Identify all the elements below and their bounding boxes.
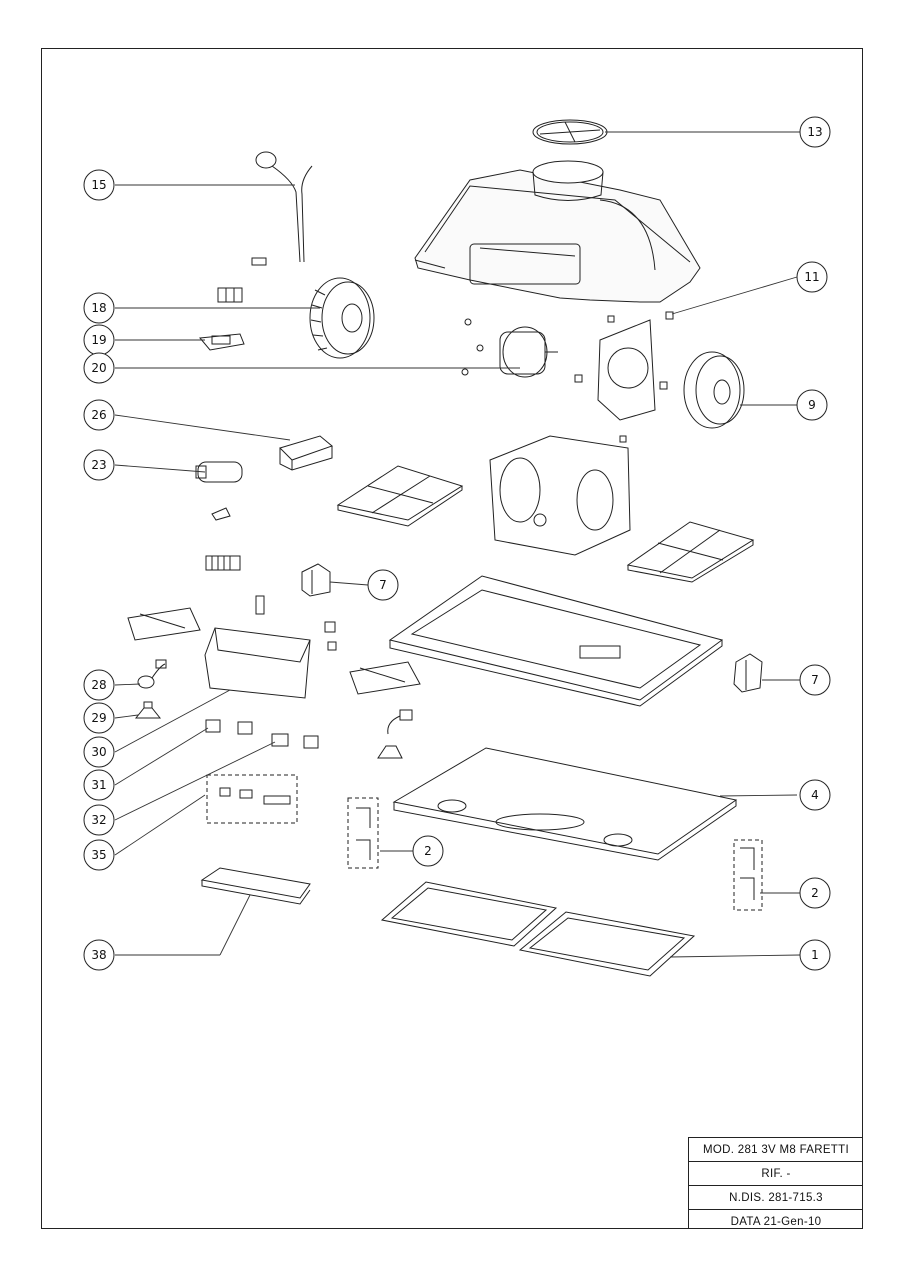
title-block: MOD. 281 3V M8 FARETTI RIF. - N.DIS. 281…: [688, 1137, 863, 1229]
callout-18: 18: [91, 301, 106, 315]
callout-19: 19: [91, 333, 106, 347]
part-38-tray: [200, 867, 311, 905]
blower-housing: [489, 435, 631, 556]
callout-7-right: 7: [811, 673, 819, 687]
part-31-connector: [205, 719, 221, 733]
leader-lines: [114, 131, 801, 958]
title-block-model: MOD. 281 3V M8 FARETTI: [689, 1138, 863, 1162]
part-19-bracket: [199, 333, 245, 351]
terminal-block-small: [217, 287, 243, 303]
callout-11: 11: [804, 270, 819, 284]
part-9-blower-wheel: [683, 351, 745, 429]
part-2-clips-left: [347, 797, 379, 869]
callout-7-upper: 7: [379, 578, 387, 592]
part-2-clips-right: [733, 839, 763, 911]
callout-9: 9: [808, 398, 816, 412]
connector-d: [303, 735, 319, 749]
lamp-assembly-center: [377, 709, 413, 759]
part-1-grease-filter-left: [380, 881, 558, 947]
part-35-clip-set: [206, 774, 298, 824]
callout-15: 15: [91, 178, 106, 192]
callout-35: 35: [91, 848, 106, 862]
drawing-frame: [41, 48, 863, 1229]
mounting-rail-left: [127, 607, 201, 641]
part-15-cable: [251, 151, 313, 266]
part-20-motor: [461, 318, 558, 378]
callout-26: 26: [91, 408, 106, 422]
callout-4: 4: [811, 788, 819, 802]
callout-13: 13: [807, 125, 822, 139]
callout-1: 1: [811, 948, 819, 962]
callout-circles: [83, 116, 831, 971]
part-4-frame-panel: [392, 747, 738, 861]
title-block-ndis: N.DIS. 281-715.3: [689, 1186, 863, 1210]
callout-20: 20: [91, 361, 106, 375]
part-18-blower-wheel: [309, 277, 375, 359]
callout-2-right: 2: [811, 886, 819, 900]
part-30-electrical-box: [204, 595, 311, 699]
mounting-rail-right: [349, 661, 421, 695]
chassis-frame: [388, 575, 724, 707]
callout-30: 30: [91, 745, 106, 759]
connector-b: [237, 721, 253, 735]
charcoal-filter-right: [626, 521, 755, 583]
callout-31: 31: [91, 778, 106, 792]
switch-knobs: [324, 621, 337, 651]
callout-32: 32: [91, 813, 106, 827]
callout-28: 28: [91, 678, 106, 692]
part-13-grille: [532, 119, 608, 145]
part-23-capacitor: [195, 461, 243, 483]
clip-small: [211, 507, 231, 521]
part-7-foot-left: [301, 563, 331, 597]
hood-body: [414, 160, 701, 303]
title-block-rif: RIF. -: [689, 1162, 863, 1186]
callout-38: 38: [91, 948, 106, 962]
part-1-grease-filter-right: [518, 911, 696, 977]
callout-23: 23: [91, 458, 106, 472]
part-32-connector: [271, 733, 289, 747]
part-7-foot-right: [733, 653, 763, 693]
charcoal-filter-left: [336, 465, 464, 527]
motor-mounting-plate: [574, 311, 674, 421]
part-29-halogen-lamp: [134, 701, 162, 719]
callout-2-left: 2: [424, 844, 432, 858]
terminal-strip: [205, 555, 241, 571]
part-28-lamp-holder: [137, 659, 167, 689]
callout-29: 29: [91, 711, 106, 725]
title-block-date: DATA 21-Gen-10: [730, 1215, 822, 1228]
part-26-transformer: [279, 435, 333, 471]
